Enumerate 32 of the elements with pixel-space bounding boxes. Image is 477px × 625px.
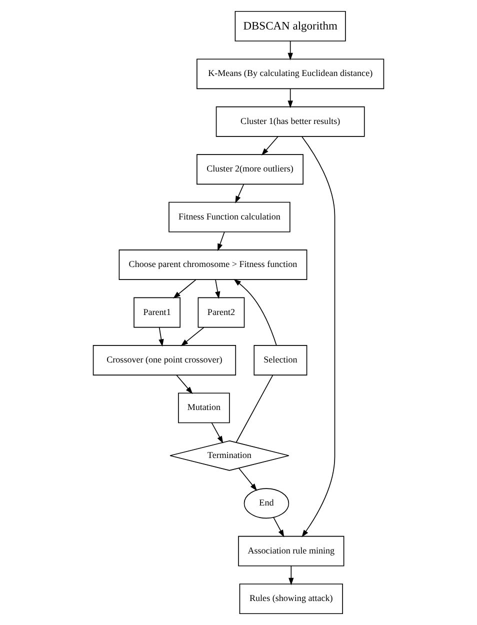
- arrow: [235, 184, 244, 204]
- node-box: DBSCAN algorithm: [234, 10, 346, 42]
- node-box: Choose parent chromosome > Fitness function: [118, 250, 308, 280]
- arrow: [211, 422, 224, 444]
- arrow: [180, 326, 204, 346]
- node-box: Cluster 2(more outliers): [196, 154, 304, 185]
- arrow: [176, 374, 193, 394]
- node-diamond: Termination: [170, 440, 290, 471]
- node-box: Parent2: [198, 297, 245, 328]
- arrow: [288, 566, 294, 586]
- node-box: K-Means (By calculating Euclidean distance): [196, 58, 384, 90]
- node-box: Cluster 1(has better results): [216, 106, 365, 137]
- arrow: [288, 88, 293, 108]
- node-box: Crossover (one point crossover): [92, 345, 236, 376]
- arrow: [173, 279, 196, 298]
- arrow: [302, 136, 336, 538]
- arrow: [261, 136, 278, 156]
- node-box: Association rule mining: [238, 536, 344, 566]
- arrow: [158, 326, 164, 347]
- node-box: Mutation: [178, 392, 230, 424]
- node-box: Parent1: [134, 297, 180, 328]
- arrow: [218, 232, 225, 252]
- arrow: [234, 278, 277, 346]
- connector: [236, 374, 274, 443]
- node-ellipse: End: [244, 488, 290, 519]
- arrow: [288, 40, 293, 60]
- arrow: [273, 517, 284, 538]
- node-box: Fitness Function calculation: [168, 202, 290, 232]
- node-box: Selection: [254, 345, 308, 376]
- node-box: Rules (showing attack): [239, 584, 343, 614]
- arrow: [215, 279, 220, 299]
- arrow: [238, 468, 258, 491]
